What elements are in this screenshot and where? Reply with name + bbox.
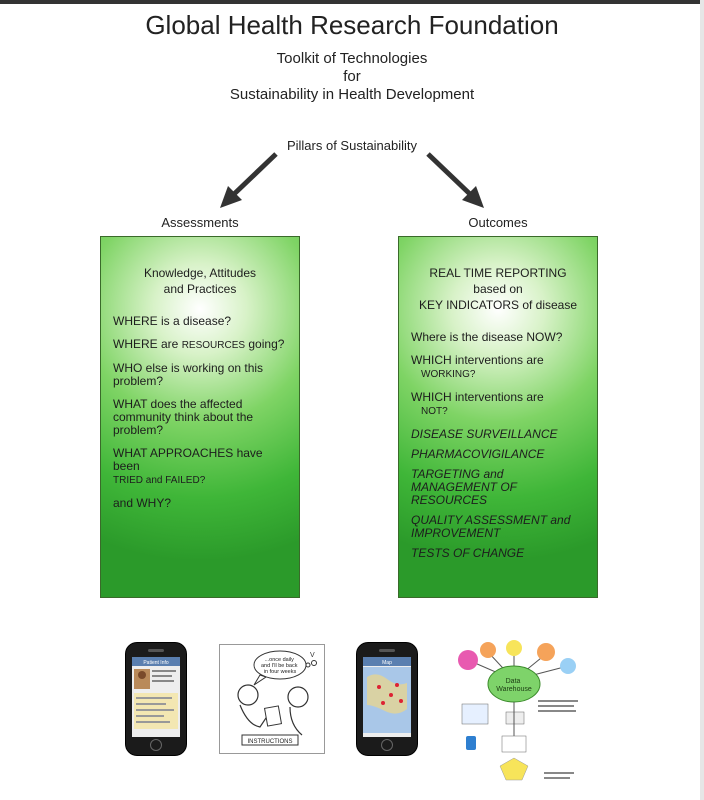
assessments-heading: Knowledge, Attitudes and Practices [113, 265, 287, 297]
arrow-left [220, 154, 276, 208]
top-rule [0, 0, 704, 4]
question-item: Where is the disease NOW? [411, 331, 585, 344]
question-item: WHERE are RESOURCES going? [113, 338, 287, 352]
phone-speaker [379, 649, 395, 652]
map-screen-art: Map [363, 657, 411, 737]
svg-text:V: V [310, 652, 315, 659]
subtitle-line-1: Toolkit of Technologies [0, 50, 704, 68]
home-button-icon [381, 739, 393, 751]
phone-screen: Map [363, 657, 411, 737]
subtitle-line-3: Sustainability in Health Development [0, 86, 704, 104]
data-warehouse-art: Data Warehouse [448, 640, 588, 790]
area-item: TARGETING and MANAGEMENT OF RESOURCES [411, 468, 585, 507]
outcomes-questions: Where is the disease NOW? WHICH interven… [411, 331, 585, 418]
arrow-right [428, 154, 484, 208]
phone-speaker [148, 649, 164, 652]
question-item: and WHY? [113, 497, 287, 510]
cartoon-speech: ...once daily and I'll be back in four w… [261, 657, 299, 675]
root-label: Pillars of Sustainability [0, 138, 704, 153]
outcomes-panel: REAL TIME REPORTING based on KEY INDICAT… [398, 236, 598, 598]
question-item: WHERE is a disease? [113, 315, 287, 328]
outcomes-heading-line-1: REAL TIME REPORTING [411, 265, 585, 281]
cartoon-art: ...once daily and I'll be back in four w… [220, 645, 324, 753]
area-item: PHARMACOVIGILANCE [411, 448, 585, 461]
question-item: WHAT does the affected community think a… [113, 398, 287, 437]
page-title: Global Health Research Foundation [0, 10, 704, 41]
assessments-heading-line-2: and Practices [113, 281, 287, 297]
outcomes-label: Outcomes [398, 215, 598, 230]
outcomes-heading: REAL TIME REPORTING based on KEY INDICAT… [411, 265, 585, 313]
home-button-icon [150, 739, 162, 751]
assessments-questions: WHERE is a disease? WHERE are RESOURCES … [113, 315, 287, 510]
illustration-row: Patient Info ...once daily and I'll be [0, 640, 704, 790]
outcomes-heading-line-3: KEY INDICATORS of disease [411, 297, 585, 313]
cartoon-image: ...once daily and I'll be back in four w… [219, 644, 325, 754]
phone-screen: Patient Info [132, 657, 180, 737]
subtitle-line-2: for [0, 68, 704, 86]
outcomes-areas: DISEASE SURVEILLANCE PHARMACOVIGILANCE T… [411, 428, 585, 560]
area-item: TESTS OF CHANGE [411, 547, 585, 560]
phone2-header: Map [382, 660, 392, 666]
assessments-label: Assessments [100, 215, 300, 230]
question-item: WHO else is working on this problem? [113, 362, 287, 388]
phone-patient-info-image: Patient Info [125, 642, 187, 756]
phone1-header: Patient Info [143, 660, 169, 666]
subtitle: Toolkit of Technologies for Sustainabili… [0, 50, 704, 104]
cartoon-sign: INSTRUCTIONS [248, 739, 293, 745]
outcomes-heading-line-2: based on [411, 281, 585, 297]
phone-map-image: Map [356, 642, 418, 756]
assessments-heading-line-1: Knowledge, Attitudes [113, 265, 287, 281]
assessments-panel: Knowledge, Attitudes and Practices WHERE… [100, 236, 300, 598]
patient-info-screen-art: Patient Info [132, 657, 180, 737]
area-item: DISEASE SURVEILLANCE [411, 428, 585, 441]
data-warehouse-image: Data Warehouse [448, 640, 588, 790]
area-item: QUALITY ASSESSMENT and IMPROVEMENT [411, 514, 585, 540]
